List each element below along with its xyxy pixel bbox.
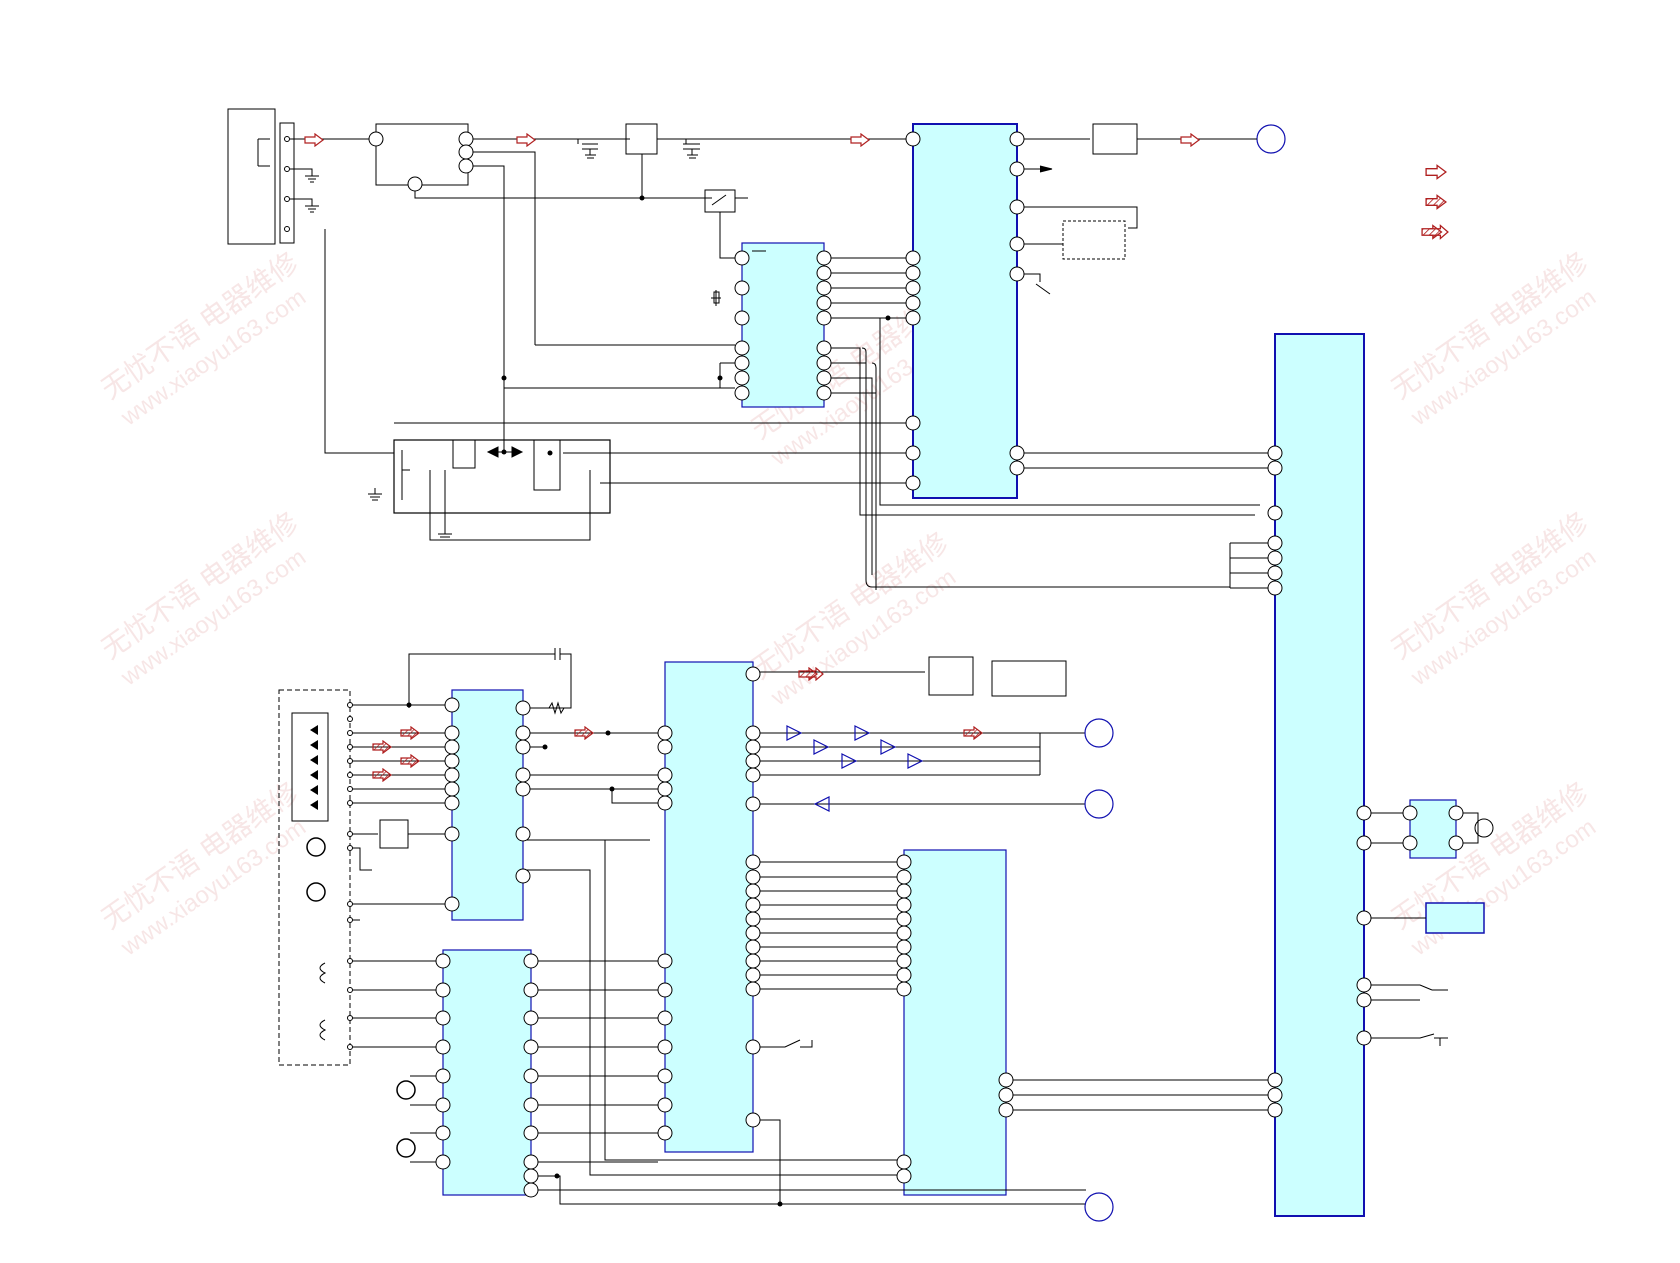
- spindle-motor-icon: [396, 1138, 416, 1158]
- output-terminal-top: [1256, 124, 1286, 154]
- hatched-arrow-icon: [1425, 194, 1447, 210]
- tuner-unit-box: [227, 108, 276, 245]
- motor-driver-ic: [1409, 799, 1457, 859]
- discriminator-block: [393, 439, 611, 514]
- watermark-group: 无忧不语 电器维修 www.xiaoyu163.com 无忧不语 电器维修 ww…: [96, 246, 1601, 961]
- switch-block: [704, 189, 736, 213]
- double-hatched-arrow-icon: [1421, 224, 1449, 240]
- rf-amp-ic: [451, 689, 524, 921]
- dsp-ic: [664, 661, 754, 1153]
- fm-am-tuner-ic: [912, 123, 1018, 499]
- coil-motor-driver-ic: [442, 949, 532, 1196]
- reset-ic: [1425, 902, 1485, 934]
- memory-controller-ic: [903, 849, 1007, 1196]
- sled-motor-icon: [396, 1080, 416, 1100]
- hollow-arrow-icon: [1425, 164, 1447, 180]
- photo-diode-array: [291, 712, 329, 822]
- mechanism-deck-outline: [278, 689, 351, 1066]
- front-end-block: [375, 123, 469, 186]
- pll-ic: [741, 242, 825, 408]
- signal-legend: [1421, 164, 1449, 240]
- output-terminal-audio: [1084, 718, 1114, 748]
- regulator-block: [625, 123, 658, 155]
- if-transformer: [1062, 220, 1126, 260]
- system-controller-ic: [1274, 333, 1365, 1217]
- dac-block: [928, 656, 974, 696]
- output-terminal-bus: [1084, 1192, 1114, 1222]
- antenna-connector: [279, 122, 295, 244]
- input-terminal-digital: [1084, 789, 1114, 819]
- output-filter-block: [1092, 123, 1138, 155]
- clock-block: [991, 660, 1067, 697]
- apc-block: [379, 819, 409, 849]
